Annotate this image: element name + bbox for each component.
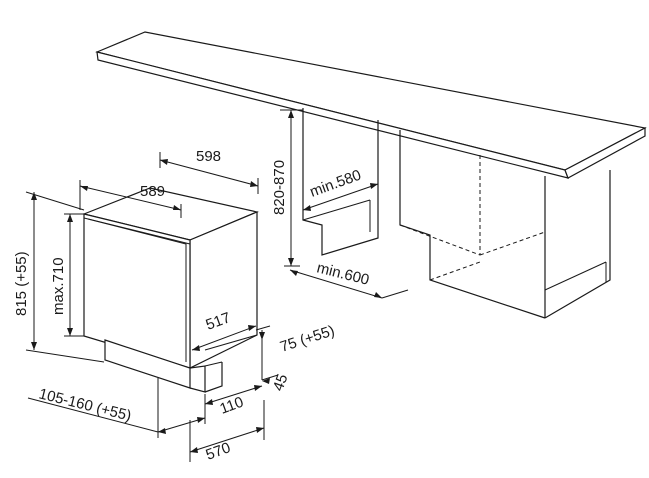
- dim-max-height: max.710: [50, 213, 84, 337]
- label-min600: min.600: [315, 259, 371, 288]
- dim-width-outer: 598: [159, 148, 259, 194]
- adjacent-cabinet: [399, 130, 611, 319]
- label-570: 570: [204, 439, 233, 464]
- dishwasher-body: [82, 187, 259, 393]
- label-75: 75 (+55): [278, 322, 337, 356]
- label-max710: max.710: [50, 257, 67, 315]
- dim-total-height: 815 (+55): [13, 191, 105, 363]
- dim-plinth-offset: 110: [204, 385, 263, 418]
- label-110: 110: [218, 394, 246, 418]
- dim-plinth-range: 105-160 (+55): [27, 378, 206, 438]
- label-598: 598: [196, 148, 221, 165]
- dim-width-inner: 589: [79, 180, 182, 218]
- dim-niche-height: 820-870: [271, 109, 303, 267]
- label-589: 589: [140, 183, 165, 200]
- dim-plinth-height: 75 (+55): [255, 322, 337, 380]
- niche-left-wall: [302, 108, 379, 256]
- dim-depth-top: min.580: [302, 167, 379, 211]
- dim-depth-bottom: min.600: [289, 259, 409, 299]
- label-105-160: 105-160 (+55): [37, 385, 133, 424]
- label-min580: min.580: [308, 167, 364, 201]
- label-820-870: 820-870: [271, 160, 288, 215]
- countertop: [95, 31, 647, 179]
- label-815: 815 (+55): [13, 251, 30, 316]
- label-45: 45: [270, 372, 292, 393]
- dim-plinth-gap: 45: [261, 372, 292, 393]
